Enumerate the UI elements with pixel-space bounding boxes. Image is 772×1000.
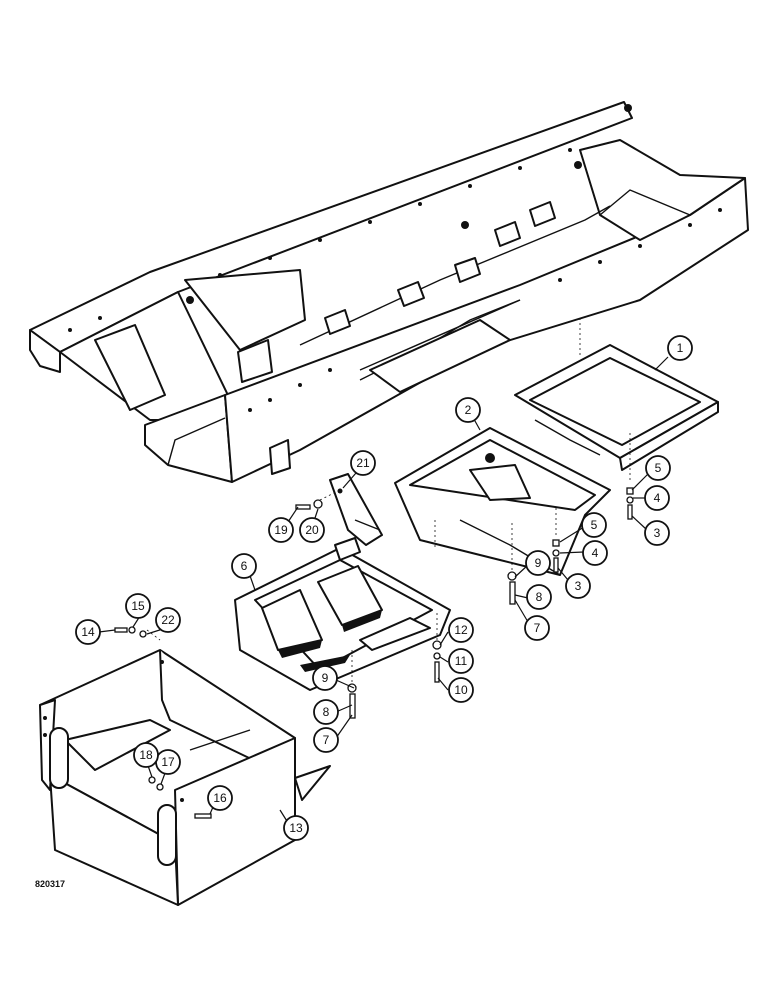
- svg-text:10: 10: [454, 683, 468, 697]
- svg-text:13: 13: [289, 821, 303, 835]
- bolt-3a: [627, 504, 633, 520]
- callout-17: 17: [155, 749, 181, 775]
- callout-3: 3: [565, 573, 591, 599]
- callouts: 1 2 3 3 4 4 5 5 6 7 7 8 8 9 9 10 11 12 1…: [75, 335, 693, 841]
- callout-4: 4: [582, 540, 608, 566]
- callout-9: 9: [312, 665, 338, 691]
- bolt-14: [114, 627, 128, 633]
- alignment-lines: [146, 315, 631, 682]
- callout-6: 6: [231, 553, 257, 579]
- part-2-center-pan: [394, 427, 611, 576]
- svg-text:5: 5: [655, 461, 662, 475]
- callout-5: 5: [581, 512, 607, 538]
- svg-text:4: 4: [592, 546, 599, 560]
- svg-text:22: 22: [161, 613, 175, 627]
- main-frame: [29, 101, 749, 483]
- nut-20: [313, 499, 323, 509]
- callout-8: 8: [526, 584, 552, 610]
- svg-text:16: 16: [213, 791, 227, 805]
- part-13-front-cover: [39, 649, 331, 906]
- nut-17: [156, 783, 164, 791]
- washer-12: [432, 640, 442, 650]
- bolt-10: [434, 661, 440, 683]
- callout-9: 9: [525, 550, 551, 576]
- callout-8: 8: [313, 699, 339, 725]
- svg-text:12: 12: [454, 623, 468, 637]
- svg-text:11: 11: [455, 654, 468, 668]
- callout-22: 22: [155, 607, 181, 633]
- svg-text:7: 7: [534, 621, 541, 635]
- callout-7: 7: [313, 727, 339, 753]
- svg-text:19: 19: [274, 523, 288, 537]
- callout-2: 2: [455, 397, 481, 423]
- svg-text:8: 8: [536, 590, 543, 604]
- nut-4a: [626, 496, 634, 504]
- svg-text:2: 2: [465, 403, 472, 417]
- callout-15: 15: [125, 593, 151, 619]
- svg-text:9: 9: [535, 556, 542, 570]
- svg-text:6: 6: [241, 559, 248, 573]
- callout-16: 16: [207, 785, 233, 811]
- washer-9a: [507, 571, 517, 581]
- callout-14: 14: [75, 619, 101, 645]
- callout-13: 13: [283, 815, 309, 841]
- nut-11: [433, 652, 441, 660]
- svg-text:18: 18: [139, 748, 153, 762]
- callout-7: 7: [524, 615, 550, 641]
- bolt-7a: [509, 581, 516, 605]
- callout-12: 12: [448, 617, 474, 643]
- nut-22: [139, 630, 147, 638]
- part-1-rear-pan: [514, 344, 719, 471]
- bolt-16: [194, 813, 212, 819]
- washer-5a: [626, 487, 634, 495]
- svg-text:14: 14: [81, 625, 95, 639]
- svg-text:4: 4: [654, 491, 661, 505]
- svg-text:20: 20: [305, 523, 319, 537]
- callout-3: 3: [644, 520, 670, 546]
- washer-5b: [552, 539, 560, 547]
- svg-text:5: 5: [591, 518, 598, 532]
- callout-19: 19: [268, 517, 294, 543]
- svg-text:15: 15: [131, 599, 145, 613]
- svg-text:21: 21: [356, 456, 370, 470]
- part-21-bracket: [329, 473, 383, 546]
- part-6-front-pan: [234, 537, 451, 691]
- callout-1: 1: [667, 335, 693, 361]
- callout-18: 18: [133, 742, 159, 768]
- bolt-19: [295, 504, 311, 510]
- washer-9b: [347, 683, 357, 693]
- callout-11: 11: [448, 648, 474, 674]
- svg-text:9: 9: [322, 671, 329, 685]
- svg-text:1: 1: [677, 341, 684, 355]
- figure-code: 820317: [35, 879, 65, 889]
- nut-4b: [552, 549, 560, 557]
- callout-21: 21: [350, 450, 376, 476]
- svg-text:3: 3: [654, 526, 661, 540]
- svg-text:8: 8: [323, 705, 330, 719]
- callout-4: 4: [644, 485, 670, 511]
- washer-15: [128, 626, 136, 634]
- svg-text:3: 3: [575, 579, 582, 593]
- callout-20: 20: [299, 517, 325, 543]
- bolt-3b: [553, 557, 559, 573]
- washer-18: [148, 776, 156, 784]
- callout-5: 5: [645, 455, 671, 481]
- callout-10: 10: [448, 677, 474, 703]
- svg-text:7: 7: [323, 733, 330, 747]
- svg-text:17: 17: [161, 755, 175, 769]
